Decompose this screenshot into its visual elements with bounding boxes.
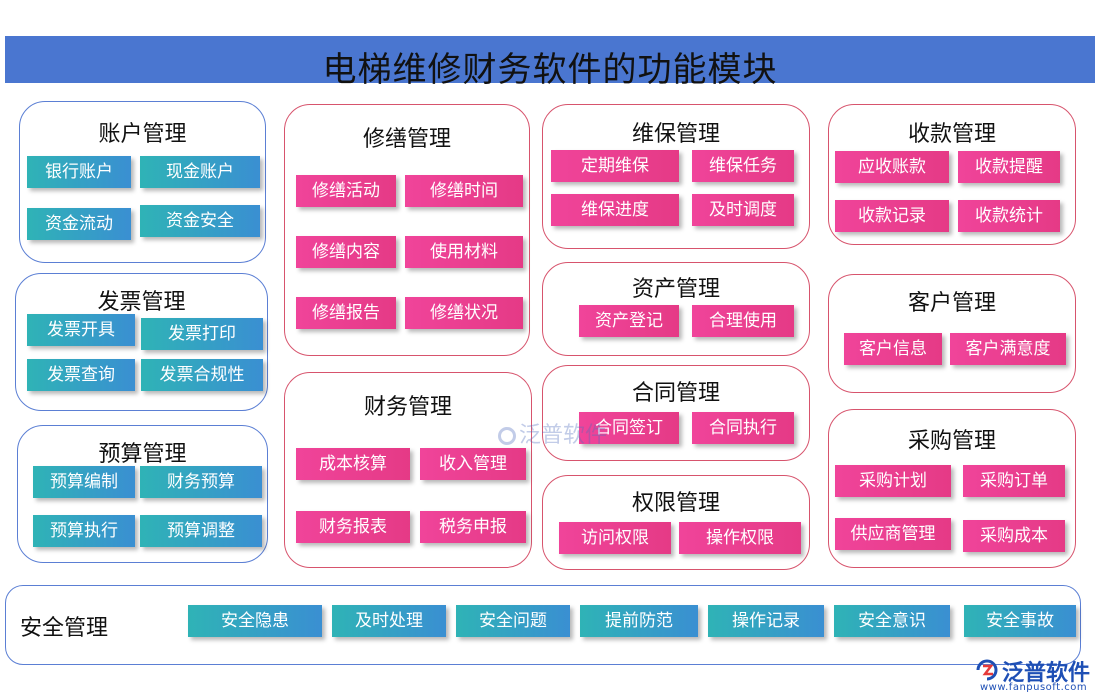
chip-invoice-issue: 发票开具 bbox=[27, 314, 135, 346]
chip-repair-status: 修缮状况 bbox=[405, 297, 523, 329]
chip-invoice-print: 发票打印 bbox=[141, 318, 263, 350]
panel-title-maintenance: 维保管理 bbox=[631, 122, 720, 147]
chip-income-management: 收入管理 bbox=[420, 448, 526, 480]
watermark-text: 泛普软件 bbox=[519, 423, 608, 448]
chip-repair-report: 修缮报告 bbox=[296, 297, 396, 329]
chip-timely-dispatch: 及时调度 bbox=[692, 194, 794, 226]
chip-safety-issue: 安全问题 bbox=[456, 605, 570, 637]
chip-access-permission: 访问权限 bbox=[559, 522, 671, 554]
chip-contract-execution: 合同执行 bbox=[692, 412, 794, 444]
panel-title-collection: 收款管理 bbox=[907, 122, 996, 147]
panel-title-purchase: 采购管理 bbox=[907, 429, 996, 454]
chip-invoice-compliance: 发票合规性 bbox=[141, 359, 263, 391]
chip-safety-awareness: 安全意识 bbox=[834, 605, 950, 637]
panel-title-repair: 修缮管理 bbox=[362, 127, 451, 152]
chip-supplier-management: 供应商管理 bbox=[835, 518, 951, 550]
brand-logo: 泛普软件 www.fanpusoft.com bbox=[972, 655, 1092, 695]
chip-asset-registration: 资产登记 bbox=[579, 305, 679, 337]
panel-title-asset: 资产管理 bbox=[631, 277, 720, 302]
chip-tax-filing: 税务申报 bbox=[420, 511, 526, 543]
panel-title-account: 账户管理 bbox=[98, 122, 187, 147]
chip-customer-satisfaction: 客户满意度 bbox=[950, 333, 1066, 365]
chip-fund-flow: 资金流动 bbox=[27, 208, 131, 240]
chip-safety-hazard: 安全隐患 bbox=[188, 605, 322, 637]
chip-operation-permission: 操作权限 bbox=[679, 522, 801, 554]
panel-title-invoice: 发票管理 bbox=[97, 290, 186, 315]
chip-purchase-order: 采购订单 bbox=[963, 465, 1065, 497]
chip-maintenance-task: 维保任务 bbox=[692, 150, 794, 182]
brand-name: 泛普软件 bbox=[1002, 661, 1091, 686]
chip-bank-account: 银行账户 bbox=[27, 156, 131, 188]
chip-repair-content: 修缮内容 bbox=[296, 236, 396, 268]
chip-reasonable-use: 合理使用 bbox=[692, 305, 794, 337]
panel-title-budget: 预算管理 bbox=[98, 442, 187, 467]
chip-financial-statements: 财务报表 bbox=[296, 511, 410, 543]
watermark: 泛普软件 bbox=[498, 417, 607, 449]
chip-repair-time: 修缮时间 bbox=[405, 175, 523, 207]
chip-maintenance-progress: 维保进度 bbox=[551, 194, 679, 226]
panel-title-finance: 财务管理 bbox=[363, 395, 452, 420]
title-bar bbox=[5, 36, 1095, 83]
panel-title-security: 安全管理 bbox=[20, 616, 109, 641]
chip-timely-handling: 及时处理 bbox=[332, 605, 446, 637]
chip-contract-signing: 合同签订 bbox=[579, 412, 679, 444]
chip-financial-budget: 财务预算 bbox=[140, 466, 262, 498]
chip-fund-security: 资金安全 bbox=[140, 205, 260, 237]
chip-invoice-query: 发票查询 bbox=[27, 359, 135, 391]
chip-cash-account: 现金账户 bbox=[140, 156, 260, 188]
watermark-logo-icon bbox=[498, 427, 516, 445]
chip-materials-used: 使用材料 bbox=[405, 236, 523, 268]
chip-budget-adjust: 预算调整 bbox=[140, 515, 262, 547]
panel-title-permission: 权限管理 bbox=[631, 491, 720, 516]
chip-receivables: 应收账款 bbox=[835, 151, 949, 183]
panel-title-contract: 合同管理 bbox=[631, 381, 720, 406]
brand-url: www.fanpusoft.com bbox=[980, 682, 1088, 693]
chip-repair-activity: 修缮活动 bbox=[296, 175, 396, 207]
chip-purchase-plan: 采购计划 bbox=[835, 465, 951, 497]
chip-operation-record: 操作记录 bbox=[708, 605, 824, 637]
chip-regular-maintenance: 定期维保 bbox=[551, 150, 679, 182]
chip-prevention: 提前防范 bbox=[580, 605, 698, 637]
chip-cost-accounting: 成本核算 bbox=[296, 448, 410, 480]
chip-purchase-cost: 采购成本 bbox=[963, 520, 1065, 552]
chip-collection-record: 收款记录 bbox=[835, 200, 949, 232]
chip-budget-execute: 预算执行 bbox=[33, 515, 135, 547]
page-title: 电梯维修财务软件的功能模块 bbox=[322, 50, 778, 90]
chip-customer-info: 客户信息 bbox=[844, 333, 942, 365]
chip-safety-accident: 安全事故 bbox=[964, 605, 1076, 637]
chip-budget-prepare: 预算编制 bbox=[33, 466, 135, 498]
panel-title-customer: 客户管理 bbox=[907, 291, 996, 316]
brand-logo-icon bbox=[976, 659, 998, 681]
chip-collection-statistics: 收款统计 bbox=[958, 200, 1060, 232]
chip-collection-reminder: 收款提醒 bbox=[958, 151, 1060, 183]
